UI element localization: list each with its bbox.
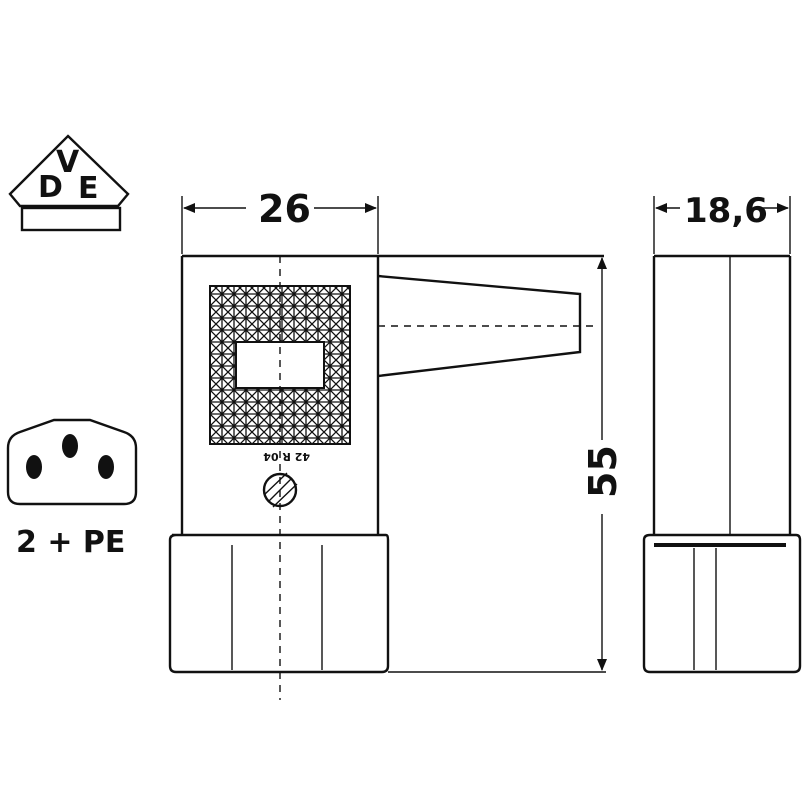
logo-letter-v: V [56, 145, 80, 180]
vde-logo: D V E [8, 134, 130, 232]
front-view: 42 R 04 [168, 254, 390, 700]
socket-face-icon [6, 418, 138, 506]
dimension-width-front: 26 [181, 187, 379, 254]
dimension-width-side: 18,6 [653, 191, 791, 254]
socket-pin-earth [62, 434, 78, 458]
socket-pin-right [98, 455, 114, 479]
part-marking: 42 R 04 [263, 450, 310, 463]
dimension-height: 55 [581, 257, 625, 671]
side-view [642, 254, 802, 674]
dimension-label-26: 26 [258, 187, 311, 231]
logo-letter-d: D [38, 170, 63, 205]
socket-pin-left [26, 455, 42, 479]
dimension-label-55: 55 [581, 445, 625, 498]
socket-label: 2 + PE [16, 525, 125, 560]
dimension-label-18-6: 18,6 [684, 191, 768, 231]
cable-outlet [377, 254, 604, 378]
logo-letter-e: E [78, 171, 99, 206]
